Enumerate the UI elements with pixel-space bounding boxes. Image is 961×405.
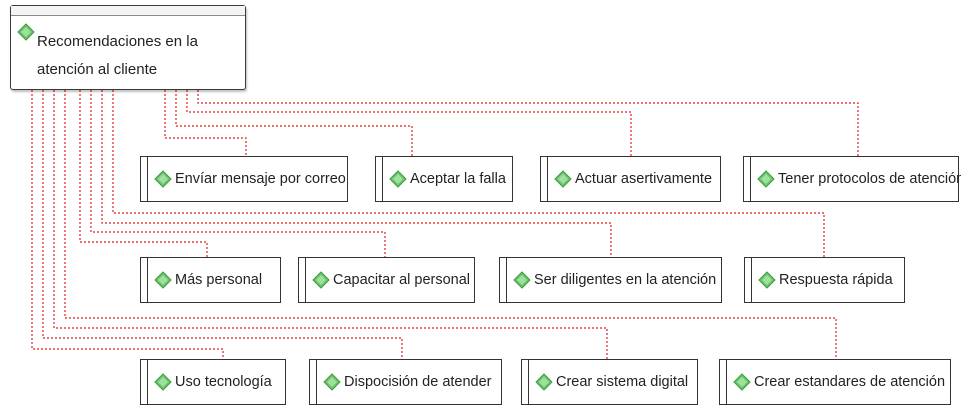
diamond-icon xyxy=(389,170,407,188)
diamond-icon xyxy=(554,170,572,188)
child-node-uso-tecnologia[interactable]: Uso tecnología xyxy=(140,359,286,405)
child-node-crear-estandares[interactable]: Crear estandares de atención xyxy=(719,359,951,405)
child-node-enviar-mensaje[interactable]: Envíar mensaje por correo xyxy=(140,156,348,202)
child-node-label: Crear sistema digital xyxy=(556,374,689,390)
connector-line-10 xyxy=(53,90,608,359)
root-node[interactable]: Recomendaciones en la atención al client… xyxy=(10,5,246,90)
child-node-label: Envíar mensaje por correo xyxy=(175,171,346,187)
diamond-icon xyxy=(323,373,341,391)
connector-line-2 xyxy=(186,90,632,156)
connector-line-9 xyxy=(42,90,403,359)
child-node-label: Tener protocolos de atención xyxy=(778,171,961,187)
child-node-label: Uso tecnología xyxy=(175,374,272,390)
child-node-crear-sistema-digital[interactable]: Crear sistema digital xyxy=(521,359,698,405)
child-node-label: Capacitar al personal xyxy=(333,272,471,288)
diamond-icon xyxy=(758,271,776,289)
child-node-label: Más personal xyxy=(175,272,263,288)
connector-line-7 xyxy=(112,90,825,257)
diamond-icon xyxy=(513,271,531,289)
child-node-respuesta-rapida[interactable]: Respuesta rápida xyxy=(744,257,905,303)
connector-line-0 xyxy=(164,90,247,156)
diamond-icon xyxy=(154,170,172,188)
diamond-icon xyxy=(154,373,172,391)
connector-line-1 xyxy=(175,90,413,156)
child-node-disposicion-atender[interactable]: Dispocisión de atender xyxy=(309,359,502,405)
root-node-label: Recomendaciones en la atención al client… xyxy=(37,33,198,78)
diamond-icon xyxy=(733,373,751,391)
connector-line-8 xyxy=(31,90,224,359)
child-node-label: Dispocisión de atender xyxy=(344,374,492,390)
child-node-aceptar-falla[interactable]: Aceptar la falla xyxy=(375,156,513,202)
diamond-icon xyxy=(535,373,553,391)
child-node-label: Ser diligentes en la atención xyxy=(534,272,717,288)
connector-line-5 xyxy=(90,90,386,257)
connector-line-4 xyxy=(79,90,208,257)
diamond-icon xyxy=(757,170,775,188)
child-node-label: Aceptar la falla xyxy=(410,171,506,187)
child-node-label: Crear estandares de atención xyxy=(754,374,946,390)
child-node-actuar-asertivamente[interactable]: Actuar asertivamente xyxy=(540,156,721,202)
child-node-label: Respuesta rápida xyxy=(779,272,893,288)
child-node-capacitar-personal[interactable]: Capacitar al personal xyxy=(298,257,475,303)
child-node-ser-diligentes[interactable]: Ser diligentes en la atención xyxy=(499,257,722,303)
child-node-mas-personal[interactable]: Más personal xyxy=(140,257,281,303)
connector-line-3 xyxy=(197,90,859,156)
child-node-label: Actuar asertivamente xyxy=(575,171,713,187)
diamond-icon xyxy=(312,271,330,289)
root-node-header xyxy=(11,6,245,16)
connector-line-11 xyxy=(64,90,837,359)
diamond-icon xyxy=(17,23,35,41)
diamond-icon xyxy=(154,271,172,289)
child-node-tener-protocolos[interactable]: Tener protocolos de atención xyxy=(743,156,961,202)
